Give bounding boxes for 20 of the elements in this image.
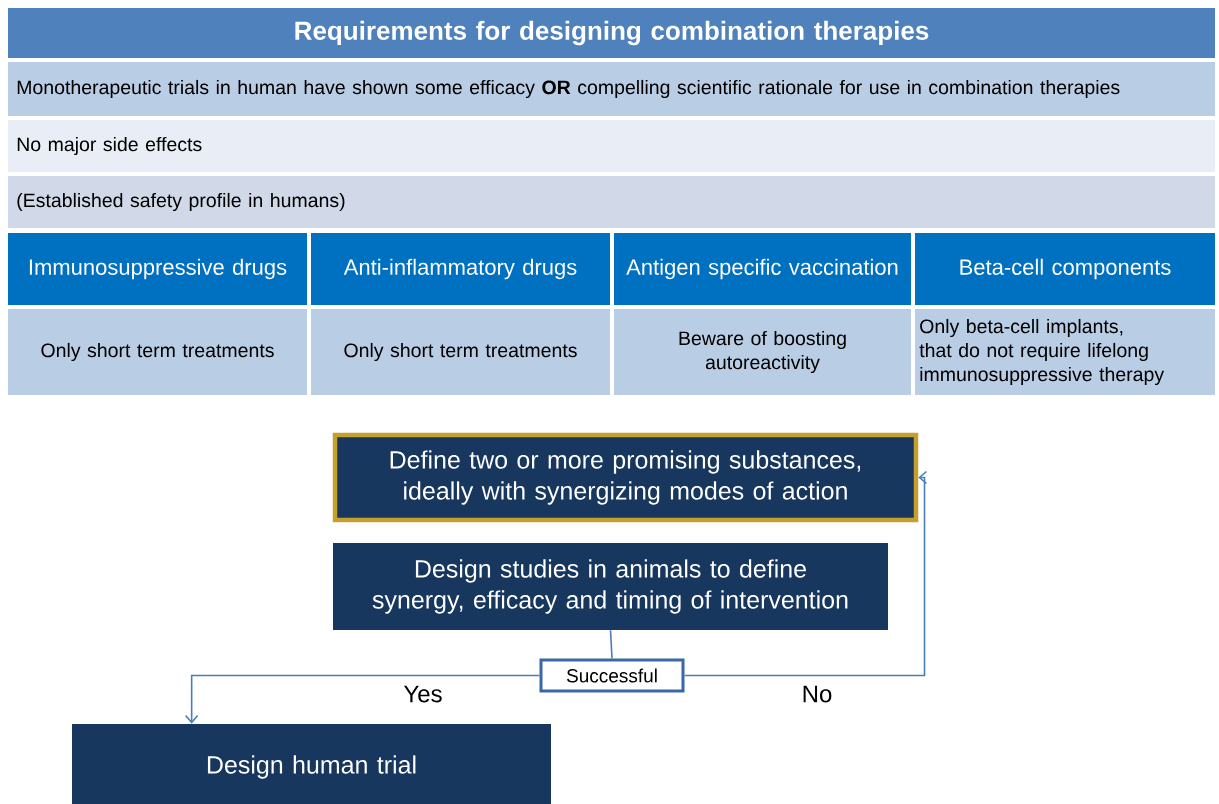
connector-arrow xyxy=(683,470,928,677)
process-box: Design studies in animals to define synergy, efficacy and timing of intervention xyxy=(333,543,888,630)
table-row: No major side effects xyxy=(8,120,1215,172)
table-cell: Only short term treatments xyxy=(311,309,610,395)
table-cell: Beware of boosting autoreactivity xyxy=(614,309,911,395)
decision-box: Successful xyxy=(539,658,685,693)
column-header: Antigen specific vaccination xyxy=(614,233,911,305)
column-header: Anti-inflammatory drugs xyxy=(311,233,610,305)
table-row: (Established safety profile in humans) xyxy=(8,176,1215,228)
table-cell: Only beta-cell implants, that do not require lifelong immunosuppressive therapy xyxy=(915,309,1215,395)
column-header: Beta-cell components xyxy=(915,233,1215,305)
table-cell: Only short term treatments xyxy=(8,309,307,395)
column-header: Immunosuppressive drugs xyxy=(8,233,307,305)
process-box: Define two or more promising substances, ideally with synergizing modes of action xyxy=(332,432,919,523)
process-box: Design human trial xyxy=(72,724,551,804)
connector-arrow xyxy=(184,674,541,724)
edge-label: No xyxy=(799,683,835,705)
edge-label: Yes xyxy=(401,683,445,705)
table-title: Requirements for designing combination therapies xyxy=(8,8,1215,58)
table-row: Monotherapeutic trials in human have shown some efficacy OR compelling scientific rationale for use in combination therapies xyxy=(8,62,1215,116)
